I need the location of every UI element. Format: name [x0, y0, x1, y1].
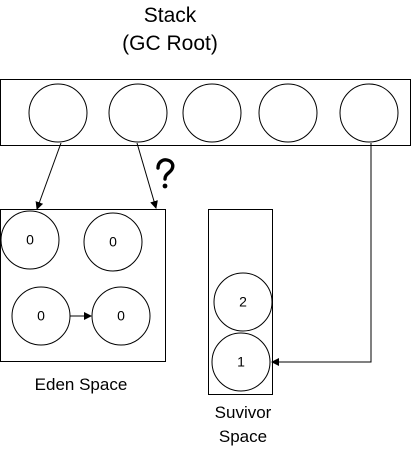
eden-object-2 [83, 212, 143, 272]
eden-space-label: Eden Space [35, 375, 128, 394]
stack-slot-4 [258, 83, 318, 143]
eden-object-4-label: 0 [117, 308, 125, 324]
reference-arrow-stack2-eden [136, 142, 158, 209]
reference-arrow-stack1-eden1 [35, 142, 62, 210]
question-mark-icon [156, 158, 175, 189]
eden-object-4 [91, 286, 151, 346]
survivor-object-1 [213, 272, 273, 332]
stack-title-line2: (GC Root) [122, 32, 218, 55]
stack-slot-2 [108, 83, 168, 143]
survivor-space-label-line1: Suvivor [215, 403, 272, 422]
eden-object-1 [0, 210, 60, 270]
survivor-space-label-line2: Space [219, 427, 267, 446]
survivor-object-2-label: 1 [237, 354, 245, 370]
eden-object-3-label: 0 [37, 308, 45, 324]
eden-object-1-label: 0 [26, 232, 34, 248]
reference-arrow-stack5-survivor [271, 143, 372, 366]
stack-slot-5 [339, 83, 399, 143]
eden-object-2-label: 0 [109, 234, 117, 250]
survivor-object-2 [211, 332, 271, 392]
stack-slot-3 [182, 83, 242, 143]
stack-title-line1: Stack [144, 4, 197, 27]
eden-space-container [0, 209, 166, 362]
survivor-object-1-label: 2 [239, 294, 247, 310]
stack-slot-1 [28, 83, 88, 143]
